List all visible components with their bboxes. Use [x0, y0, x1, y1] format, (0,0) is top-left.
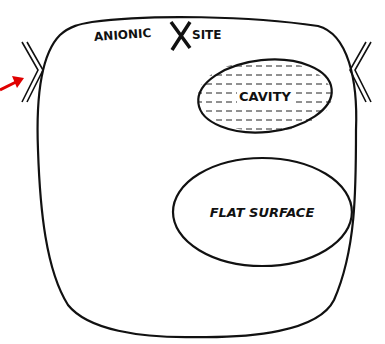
- right-bracket: [355, 42, 371, 102]
- flat-surface-region: FLAT SURFACE: [171, 156, 354, 268]
- region-border: [195, 53, 336, 139]
- hatch-line: [196, 129, 334, 130]
- surface-outline: [38, 17, 357, 337]
- site-label: SITE: [192, 28, 222, 42]
- region-border: [173, 158, 352, 266]
- region-label: CAVITY: [237, 89, 293, 104]
- left-bracket: [22, 42, 38, 102]
- hatch-line: [196, 120, 334, 121]
- arrow-head: [12, 76, 24, 88]
- left-bracket: [27, 42, 43, 102]
- hatch-line: [196, 111, 334, 112]
- pointer-arrow: [0, 82, 16, 90]
- right-bracket: [350, 42, 366, 102]
- hatch-line: [196, 84, 334, 85]
- region-label: FLAT SURFACE: [208, 205, 317, 220]
- site-cross: [171, 22, 190, 50]
- cavity-region: CAVITY: [196, 58, 334, 134]
